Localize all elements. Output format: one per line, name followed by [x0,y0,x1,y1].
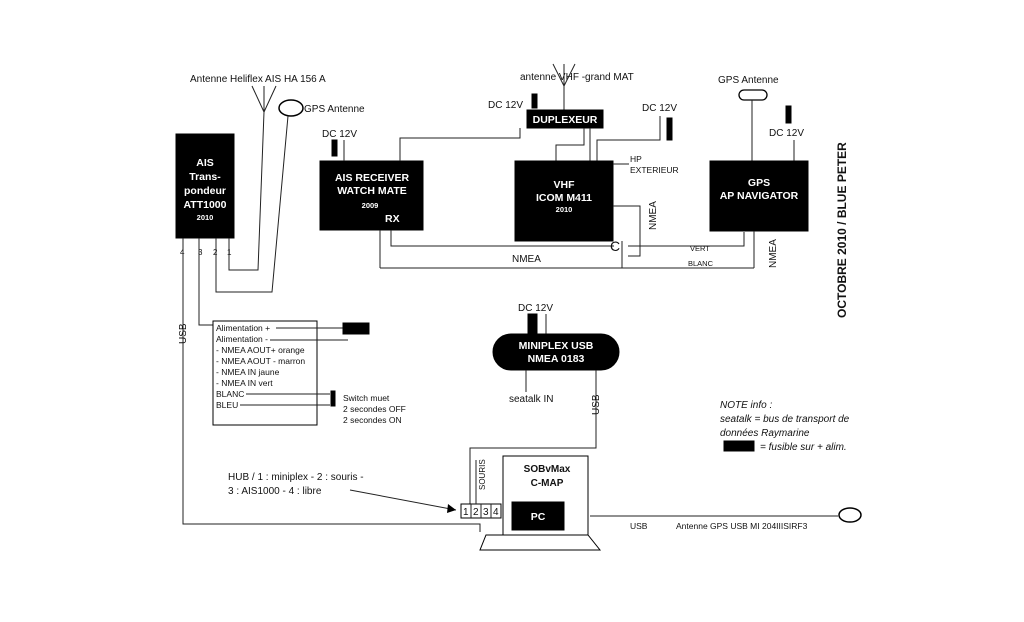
gps-antenna-left-label: GPS Antenne [304,104,365,115]
ais-receiver-label-2: WATCH MATE [337,185,407,197]
wiring-item-2: Alimentation - [216,334,268,344]
gps-label-1: GPS [748,177,770,189]
vhf-antenna-icon [552,63,576,87]
usb-gps-antenna-label: Antenne GPS USB MI 204IIISIRF3 [676,521,808,531]
usb-miniplex-label: USB [591,394,602,415]
gps-label-2: AP NAVIGATOR [720,190,799,202]
duplexeur-label: DUPLEXEUR [533,114,598,126]
sobvmax-label-2: C-MAP [531,478,564,489]
exterieur-label: EXTERIEUR [630,165,679,175]
nmea-gps-label: NMEA [768,239,779,268]
dc-duplexeur-fuse-icon [531,93,538,109]
fuse-icon [342,322,370,335]
hp-label: HP [630,154,642,164]
laptop-base [479,534,602,551]
hub-caption-2: 3 : AIS1000 - 4 : libre [228,486,322,497]
seatalk-in-label: seatalk IN [509,394,553,405]
note-line-1: seatalk = bus de transport de [720,414,850,425]
heliflex-antenna-label: Antenne Heliflex AIS HA 156 A [190,74,326,85]
hub-arrow-icon [447,504,456,513]
pc-label: PC [531,511,546,523]
hub-port-3: 3 [483,507,489,518]
sobvmax-label-1: SOBvMax [524,464,571,475]
hub-caption-1: HUB / 1 : miniplex - 2 : souris - [228,472,364,483]
ais-transponder-label-3: pondeur [184,185,226,197]
wiring-list-box [212,320,318,426]
note-title: NOTE info : [720,400,772,411]
pc-box [511,501,565,531]
switch-label-1: Switch muet [343,393,390,403]
ais-receiver-box [319,160,424,231]
heliflex-antenna-icon [251,85,277,113]
nmea-mid-label: NMEA [512,254,541,265]
dc-duplexeur-label: DC 12V [488,100,523,111]
usb-gps-antenna-icon [838,507,862,523]
gps-antenna-left-icon [278,99,304,117]
side-title: OCTOBRE 2010 / BLUE PETER [835,142,849,318]
vhf-box [514,160,614,242]
gps-box [709,160,809,232]
switch-icon [330,390,336,407]
dc-vhf-fuse-icon [666,117,673,141]
switch-label-3: 2 secondes ON [343,415,402,425]
hub-ports [460,503,502,519]
note-fuse-icon [723,440,755,452]
hub-port-1: 1 [463,507,469,518]
ais-transponder-year: 2010 [197,213,214,222]
usb-left-label: USB [178,323,189,344]
wiring-item-1: Alimentation + [216,323,270,333]
ais-receiver-year: 2009 [362,201,379,210]
dc-miniplex-label: DC 12V [518,303,553,314]
dc-vhf-label: DC 12V [642,103,677,114]
miniplex-label-1: MINIPLEX USB [519,340,594,352]
gps-antenna-right-icon [738,89,768,101]
wiring-item-7: BLANC [216,389,244,399]
ais-transponder-label-4: ATT1000 [184,199,227,211]
wiring-item-6: - NMEA IN vert [216,378,273,388]
vhf-antenna-label: antenne VHF -grand MAT [520,72,634,83]
dc-miniplex-fuse-icon [527,313,538,335]
switch-label-2: 2 secondes OFF [343,404,406,414]
ais-transponder-label-2: Trans- [189,171,221,183]
vhf-label-2: ICOM M411 [536,192,592,204]
c-label: C [610,238,620,254]
hub-port-4: 4 [493,507,499,518]
note-line-3: = fusible sur + alim. [760,442,847,453]
vhf-label-1: VHF [554,179,576,191]
blanc-label: BLANC [688,259,714,268]
usb-pc-label: USB [630,521,648,531]
wiring-item-4: - NMEA AOUT - marron [216,356,305,366]
vert-label: VERT [690,244,710,253]
dc-ais-receiver-label: DC 12V [322,129,357,140]
gps-antenna-right-label: GPS Antenne [718,75,779,86]
duplexeur-box [526,109,604,129]
dc-gps-label: DC 12V [769,128,804,139]
ais-transponder-box [175,133,235,239]
souris-label: SOURIS [478,459,487,490]
ais-transponder-label-1: AIS [196,157,214,169]
note-line-2: données Raymarine [720,428,810,439]
wiring-item-5: - NMEA IN jaune [216,367,280,377]
miniplex-box [492,333,620,371]
ais-receiver-rx: RX [385,213,400,225]
miniplex-label-2: NMEA 0183 [528,353,585,365]
wiring-item-8: BLEU [216,400,238,410]
ais-receiver-label-1: AIS RECEIVER [335,172,410,184]
vhf-year: 2010 [556,205,573,214]
hub-port-2: 2 [473,507,479,518]
nmea-vhf-label: NMEA [648,201,659,230]
wiring-item-3: - NMEA AOUT+ orange [216,345,305,355]
dc-gps-fuse-icon [785,105,792,124]
dc-ais-receiver-fuse-icon [331,139,338,157]
ais-pin-3: 3 [198,248,203,257]
